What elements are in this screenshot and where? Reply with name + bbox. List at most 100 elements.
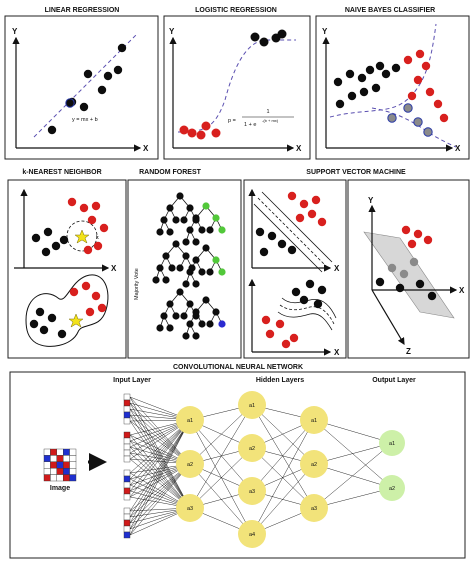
network-edge: [129, 419, 191, 486]
tree-node: [206, 268, 214, 276]
class-a-point: [259, 247, 269, 257]
y-axis-label: Y: [169, 27, 175, 36]
image-pixel: [56, 461, 64, 469]
class-0-point: [211, 128, 221, 138]
input-pixel: [123, 531, 131, 539]
network-edge: [189, 404, 253, 509]
knn-frame: [7, 179, 127, 359]
tree-node: [192, 332, 200, 340]
tree-node: [198, 268, 206, 276]
class-0-point: [201, 121, 211, 131]
linear-regression-panel: LINEAR REGRESSION Y X y = mx + b: [4, 7, 159, 160]
input-pixel: [123, 519, 131, 527]
sigmoid-curve: [177, 39, 296, 133]
image-pixel: [63, 448, 70, 456]
tree-node: [176, 192, 184, 200]
network-edge: [129, 463, 191, 536]
image-pixel: [50, 474, 58, 482]
tree-node: [186, 320, 194, 328]
input-pixel: [123, 469, 131, 477]
tree-node: [160, 216, 168, 224]
class-b-point: [407, 91, 417, 101]
tree-node: [172, 240, 180, 248]
image-pixel: [43, 474, 51, 482]
image-label: Image: [50, 485, 70, 492]
image-pixel: [69, 474, 77, 482]
input-pixel: [123, 493, 131, 501]
data-point: [79, 102, 89, 112]
class-a-point: [47, 313, 57, 323]
class-b-point: [91, 201, 101, 211]
tree-node: [212, 214, 220, 222]
class-b-point: [421, 61, 431, 71]
image-pixel: [63, 455, 70, 462]
class-b-point: [299, 199, 309, 209]
input-layer-pixels: [123, 393, 131, 539]
network-edge: [251, 463, 315, 535]
tree-node: [186, 204, 194, 212]
hidden3-node-label: a3: [311, 506, 317, 512]
class-a-point: [255, 227, 265, 237]
class-b-point: [407, 239, 417, 249]
class-b-point: [67, 197, 77, 207]
network-edge: [251, 404, 315, 509]
tree-node: [182, 252, 190, 260]
class-a-point: [427, 291, 437, 301]
class-a-point: [35, 307, 45, 317]
logistic-equation-left: p =: [228, 118, 236, 124]
image-pixel: [69, 455, 77, 462]
tree-node: [180, 216, 188, 224]
hidden1-node-label: a1: [187, 418, 193, 424]
image-pixel: [50, 448, 58, 456]
tree-node: [198, 320, 206, 328]
input-pixel: [123, 481, 131, 489]
network-edge: [251, 447, 315, 509]
logistic-regression-frame: [163, 15, 311, 160]
svm-hyperplane: [257, 197, 329, 269]
network-edge: [189, 463, 253, 535]
knn-title: k-NEAREST NEIGHBOR: [22, 169, 101, 176]
svm-margin-upper: [261, 191, 333, 263]
class-a-point: [267, 231, 277, 241]
output-node-label: a1: [389, 441, 395, 447]
tree-node: [176, 264, 184, 272]
class-b-point: [425, 87, 435, 97]
class-b-point: [433, 99, 443, 109]
tree-node: [212, 308, 220, 316]
network-edge: [129, 419, 191, 518]
knn-panel: k-NEAREST NEIGHBOR X k: [7, 169, 127, 359]
hidden1-node-a1: [176, 406, 204, 434]
network-edge: [189, 404, 253, 465]
tree-node: [152, 276, 160, 284]
network-edge: [129, 419, 191, 524]
network-edge: [129, 419, 191, 512]
class-a-point: [31, 233, 41, 243]
input-pixel: [123, 393, 131, 401]
class-a-point: [317, 285, 327, 295]
image-pixel: [43, 468, 51, 475]
class-0-point: [196, 130, 206, 140]
output-node-a2: [379, 475, 405, 501]
input-layer-label: Input Layer: [113, 377, 151, 384]
class-b-point: [287, 191, 297, 201]
hidden3-node-label: a1: [311, 418, 317, 424]
class-b-point: [91, 291, 101, 301]
tree-node: [182, 332, 190, 340]
output-node-label: a2: [389, 486, 395, 492]
x-axis-label: X: [143, 144, 149, 153]
class-b-point: [295, 213, 305, 223]
network-edge: [251, 419, 315, 535]
class-a-point: [43, 227, 53, 237]
input-pixel: [123, 431, 131, 439]
class-a-point: [375, 61, 385, 71]
class-a-point: [29, 319, 39, 329]
class-b-point: [93, 241, 103, 251]
data-point: [97, 85, 107, 95]
network-edge: [129, 420, 191, 509]
input-pixel: [123, 449, 131, 457]
class-c-point: [413, 117, 423, 127]
class-a-point: [395, 283, 405, 293]
class-b-point: [99, 223, 109, 233]
image-pixel: [63, 461, 70, 469]
